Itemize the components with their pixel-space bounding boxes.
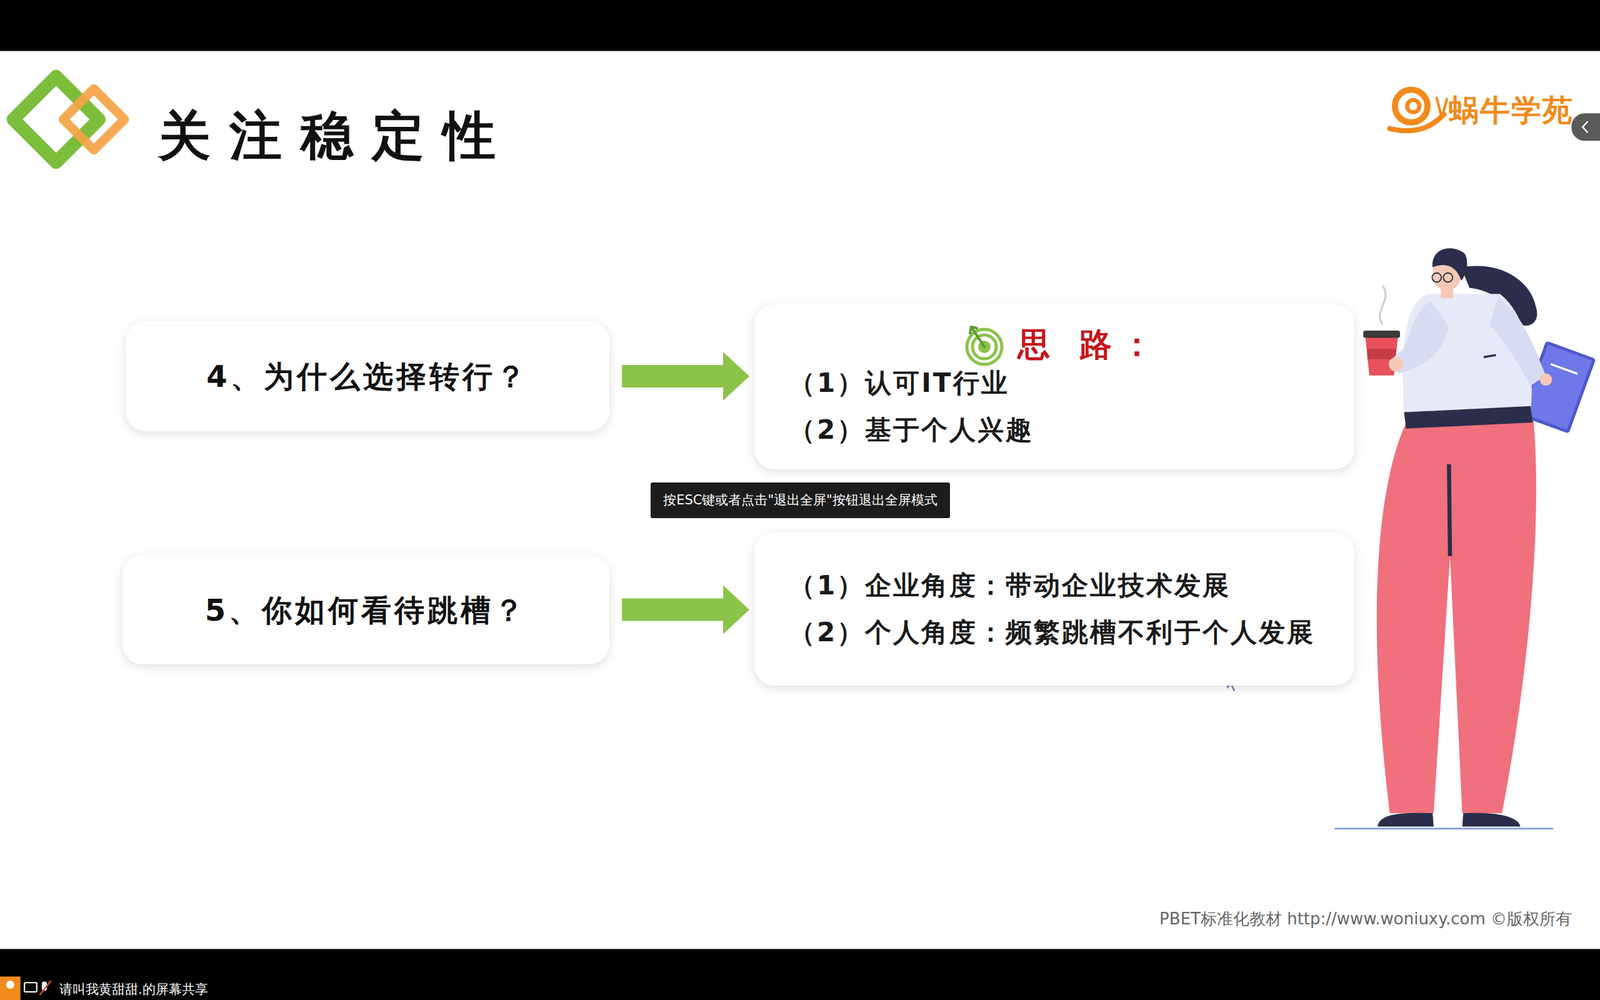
arrow-shaft	[621, 598, 724, 622]
glasses-left	[1431, 273, 1442, 283]
point-text: （1）认可IT行业	[788, 366, 1010, 400]
text-line: （2）个人角度：频繁跳槽不利于个人发展	[788, 616, 1315, 650]
share-icon	[0, 976, 21, 1000]
point-text: （2）基于个人兴趣	[788, 413, 1034, 447]
text-line: （1）认可IT行业	[788, 366, 1010, 400]
target-icon	[962, 323, 1007, 367]
arrow-head	[723, 351, 750, 401]
book-line	[1550, 363, 1578, 374]
tooltip-box: 按ESC键或者点击"退出全屏"按钮退出全屏模式	[650, 482, 950, 519]
text-line: （2）基于个人兴趣	[788, 413, 1034, 447]
snail-shell	[1395, 90, 1428, 123]
question-text: 4、为什么选择转行？	[206, 357, 529, 395]
arrow-shaft	[621, 365, 724, 388]
text-line: 按ESC键或者点击"退出全屏"按钮退出全屏模式	[663, 491, 938, 509]
left-shoe	[1377, 813, 1434, 827]
mic-mute-line	[40, 980, 52, 995]
tooltip-text: 按ESC键或者点击"退出全屏"按钮退出全屏模式	[663, 491, 938, 509]
logo-diamond-orange	[63, 88, 125, 150]
brand-name: 蜗牛学苑	[1448, 91, 1574, 129]
bottom-bar	[0, 948, 1600, 1000]
top-bar	[0, 0, 1600, 52]
left-hand	[1388, 356, 1404, 372]
snail-antennae	[1436, 98, 1447, 115]
hair	[1432, 248, 1467, 281]
block-arrow	[621, 585, 750, 635]
question-box: 4、为什么选择转行？	[125, 321, 610, 432]
right-arm	[1490, 298, 1547, 386]
share-status: 请叫我黄甜甜.的屏幕共享	[59, 981, 209, 998]
steam	[1380, 285, 1386, 325]
footer-note: PBET标准化教材 http://www.woniuxy.com ©版权所有	[1159, 908, 1572, 930]
sleeve-fold	[1483, 355, 1497, 357]
screen-icon	[24, 982, 37, 992]
side-tab	[1571, 113, 1600, 141]
slide-title: 关注稳定性	[158, 103, 515, 169]
side-tab-chevron	[1582, 121, 1588, 133]
text-line: 4、为什么选择转行？	[206, 357, 529, 395]
point-text: （2）个人角度：频繁跳槽不利于个人发展	[788, 616, 1315, 650]
heading-text: 思 路：	[1017, 324, 1162, 365]
snail-spiral	[1406, 100, 1420, 113]
cup-lid	[1363, 330, 1400, 338]
trousers	[1376, 410, 1537, 814]
trouser-seam	[1448, 464, 1450, 557]
point-text: （1）企业角度：带动企业技术发展	[788, 569, 1231, 603]
right-shoe	[1462, 813, 1521, 827]
target-dart	[970, 326, 985, 347]
block-arrow	[621, 351, 750, 401]
question-text: 5、你如何看待跳槽？	[205, 591, 527, 629]
share-icon-head	[6, 980, 15, 989]
text-line: 思 路：	[962, 323, 1162, 367]
belt	[1404, 406, 1534, 429]
cup-sleeve	[1367, 348, 1397, 359]
answer-box: （1）企业角度：带动企业技术发展 （2）个人角度：频繁跳槽不利于个人发展	[754, 532, 1355, 686]
logo-diamond-green	[13, 76, 99, 162]
arrow-head	[723, 585, 750, 635]
snail-body	[1390, 114, 1445, 131]
ground-line	[1335, 827, 1554, 829]
woman-illustration	[1335, 248, 1597, 829]
text-line: 5、你如何看待跳槽？	[205, 591, 527, 629]
right-hand	[1540, 373, 1553, 387]
text-line: （1）企业角度：带动企业技术发展	[788, 569, 1231, 603]
glasses-right	[1443, 273, 1453, 283]
idea-box: 思 路：（1）认可IT行业 （2）基于个人兴趣	[754, 304, 1355, 470]
question-box: 5、你如何看待跳槽？	[122, 555, 610, 665]
